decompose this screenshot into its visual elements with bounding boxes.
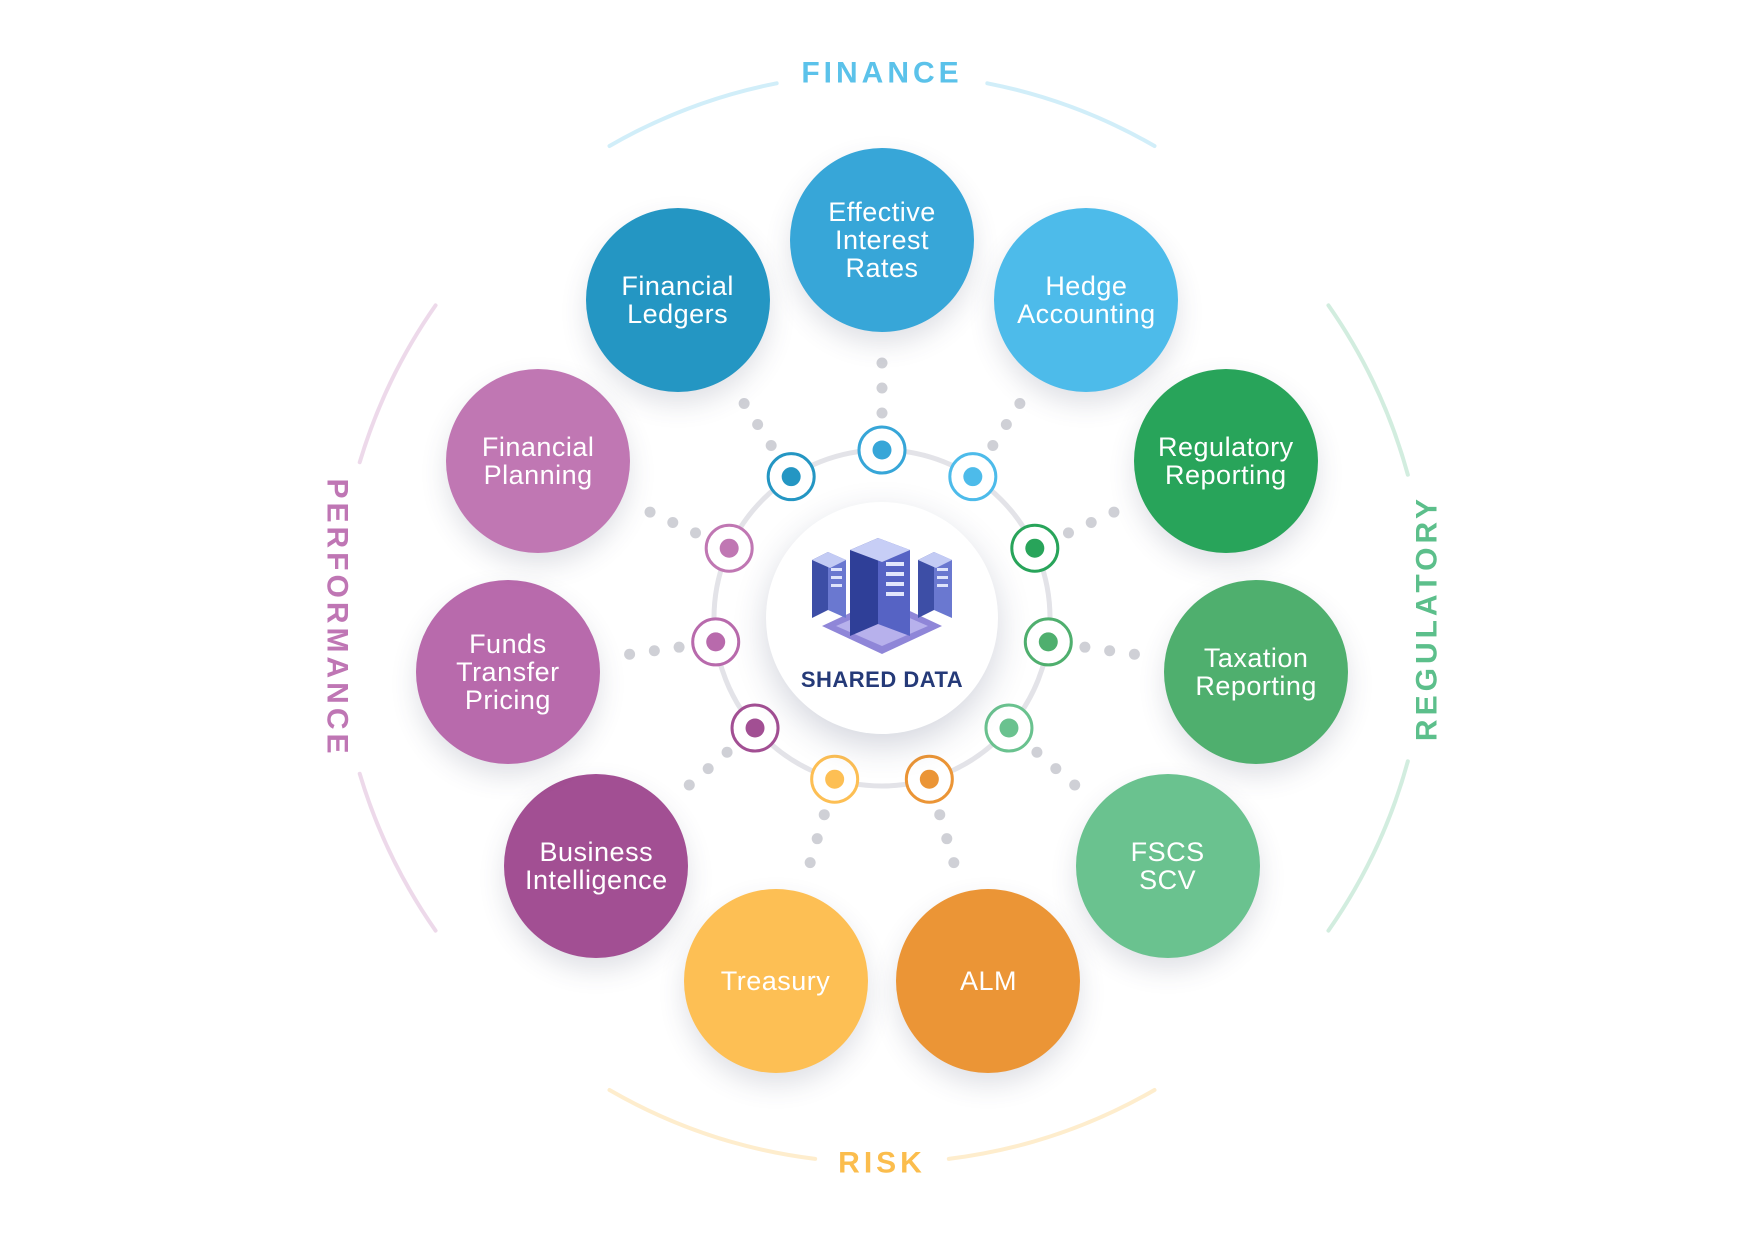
node-label: FSCS SCV (1130, 836, 1205, 895)
port-dot (872, 440, 892, 460)
port-dot (719, 538, 739, 558)
port-dot (999, 718, 1019, 738)
connector-dot (987, 440, 999, 452)
connector-dot (1014, 397, 1026, 409)
connector-dot (752, 419, 764, 431)
node-label: Financial Planning (481, 431, 595, 490)
connector-dot (818, 809, 830, 821)
connector-dot (690, 527, 702, 539)
connector-dot (1079, 641, 1091, 653)
connector-dot (948, 857, 960, 869)
connector-dot (1108, 506, 1120, 518)
connector-dot (738, 397, 750, 409)
node-label: Hedge Accounting (1017, 271, 1156, 329)
ring-ports (691, 425, 1073, 804)
node-label: ALM (959, 965, 1017, 996)
node-hedge-accounting: Hedge Accounting (994, 208, 1179, 392)
port-dot (745, 718, 765, 738)
node-alm: ALM (896, 888, 1081, 1073)
node-regulatory-reporting: Regulatory Reporting (1133, 368, 1318, 553)
arc-risk (607, 1087, 818, 1161)
port-dot (781, 467, 801, 487)
port-dot (919, 769, 939, 789)
node-funds-transfer-pricing: Funds Transfer Pricing (415, 579, 600, 764)
connector-dot (667, 516, 679, 528)
connector-dot (683, 779, 695, 791)
node-financial-ledgers: Financial Ledgers (585, 208, 770, 392)
port-dot (1038, 632, 1058, 652)
section-labels: FINANCE REGULATORY RISK PERFORMANCE (321, 57, 1444, 1180)
connector-dot (648, 645, 660, 657)
node-label: Financial Ledgers (621, 271, 734, 329)
arc-risk (946, 1087, 1157, 1161)
connector-dot (721, 746, 733, 758)
connector-dot (702, 763, 714, 775)
connector-dot (765, 440, 777, 452)
arc-regulatory (1326, 303, 1410, 477)
node-treasury: Treasury (683, 888, 868, 1073)
connector-dot (1031, 746, 1043, 758)
connector-dot (1000, 419, 1012, 431)
connector-dot (1069, 779, 1081, 791)
arc-regulatory (1326, 759, 1410, 933)
connector-dot (811, 833, 823, 845)
section-arcs (357, 81, 1410, 1161)
connector-dot (1062, 527, 1074, 539)
port-dot (706, 632, 726, 652)
node-business-intelligence: Business Intelligence (504, 773, 689, 958)
connector-dot (673, 641, 685, 653)
connector-dot (1085, 516, 1097, 528)
server-stack-icon (812, 538, 952, 654)
node-label: Treasury (720, 965, 831, 996)
hub-label: SHARED DATA (800, 667, 964, 692)
node-label: Taxation Reporting (1195, 642, 1317, 701)
port-dot (1025, 538, 1045, 558)
arc-finance (985, 81, 1157, 149)
connector-dot (1050, 763, 1062, 775)
shared-data-hub: SHARED DATA (766, 502, 998, 734)
connector-dot (624, 648, 636, 660)
port-dot (963, 467, 983, 487)
connector-dot (934, 809, 946, 821)
connector-dot (876, 357, 888, 369)
node-effective-interest-rates: Effective Interest Rates (790, 148, 974, 332)
connector-dot (876, 382, 888, 394)
connector-dot (876, 407, 888, 419)
section-label-risk: RISK (838, 1147, 926, 1180)
arc-finance (607, 81, 779, 149)
port-dot (825, 769, 845, 789)
node-label: Effective Interest Rates (828, 197, 936, 283)
connector-dot (941, 833, 953, 845)
arc-performance (357, 303, 438, 465)
connectors (624, 357, 1140, 869)
section-label-performance: PERFORMANCE (321, 478, 354, 757)
node-fscs-scv: FSCS SCV (1075, 773, 1260, 958)
connector-dot (1104, 645, 1116, 657)
node-financial-planning: Financial Planning (446, 368, 631, 553)
node-taxation-reporting: Taxation Reporting (1164, 579, 1349, 764)
node-label: Business Intelligence (525, 836, 668, 895)
node-label: Regulatory Reporting (1158, 431, 1294, 490)
connector-dot (644, 506, 656, 518)
section-label-regulatory: REGULATORY (1411, 495, 1444, 741)
connector-dot (804, 857, 816, 869)
section-label-finance: FINANCE (801, 57, 962, 90)
arc-performance (357, 771, 438, 933)
connector-dot (1128, 648, 1140, 660)
node-label: Funds Transfer Pricing (456, 628, 560, 715)
